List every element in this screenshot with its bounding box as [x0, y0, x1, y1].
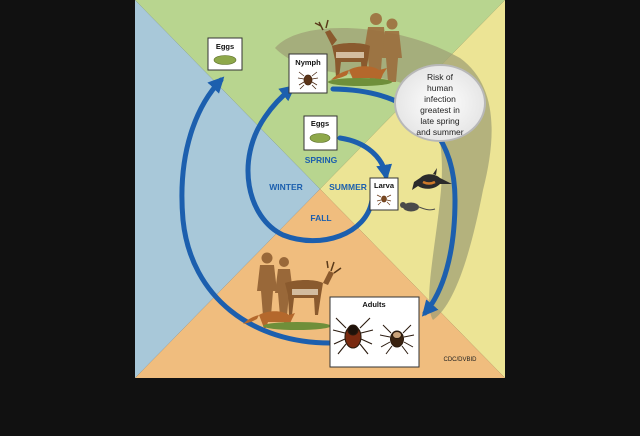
season-label-summer: SUMMER — [329, 182, 367, 192]
human-silhouette-icon — [257, 252, 293, 316]
credit-label: CDC/DVBID — [443, 357, 477, 363]
risk-note-line-3: infection — [424, 94, 456, 104]
season-label-winter: WINTER — [269, 182, 303, 192]
winter-quadrant — [135, 0, 320, 378]
egg-cluster-icon — [213, 55, 237, 65]
risk-note-line-5: late spring — [420, 116, 459, 126]
risk-note-line-4: greatest in — [420, 105, 460, 115]
stage-larva: Larva — [369, 177, 399, 211]
grass-patch — [328, 78, 392, 86]
grass-patch — [263, 322, 331, 330]
risk-note-line-1: Risk of — [427, 72, 454, 82]
risk-note-line-2: human — [427, 83, 453, 93]
season-label-spring: SPRING — [305, 155, 338, 165]
risk-note: Risk of human infection greatest in late… — [394, 64, 486, 142]
risk-note-line-6: and summer — [416, 127, 463, 137]
season-label-fall: FALL — [310, 213, 331, 223]
arrow-eggs-to-larva — [337, 135, 393, 181]
tick-icon — [332, 317, 374, 355]
egg-cluster-icon — [309, 133, 331, 143]
arrow-adults-to-eggs — [179, 76, 333, 346]
tick-icon — [379, 324, 415, 355]
stage-label-adults: Adults — [362, 300, 385, 309]
mouse-icon — [400, 202, 436, 212]
bird-icon — [412, 168, 452, 190]
host-group-top — [314, 13, 402, 86]
tick-icon — [376, 194, 392, 206]
stage-label-eggs-top: Eggs — [216, 42, 234, 51]
stage-nymph: Nymph — [288, 53, 328, 94]
life-cycle-arrows — [179, 76, 458, 346]
stage-eggs-top: Eggs — [207, 37, 243, 71]
deer-icon — [314, 19, 370, 78]
host-group-bottom — [243, 252, 342, 330]
stage-eggs-inner: Eggs — [303, 115, 338, 151]
stage-adults: Adults — [329, 296, 420, 368]
diagram-canvas: SPRING SUMMER WINTER FALL — [135, 0, 505, 378]
tick-life-cycle-diagram: SPRING SUMMER WINTER FALL — [135, 0, 505, 378]
stage-label-nymph: Nymph — [295, 58, 321, 67]
stage-label-eggs-inner: Eggs — [311, 119, 329, 128]
deer-icon — [285, 260, 342, 315]
arrow-nymph-to-adults — [330, 86, 458, 317]
tick-icon — [297, 71, 319, 90]
stage-label-larva: Larva — [374, 181, 395, 190]
arrow-larva-to-nymph — [245, 85, 375, 244]
